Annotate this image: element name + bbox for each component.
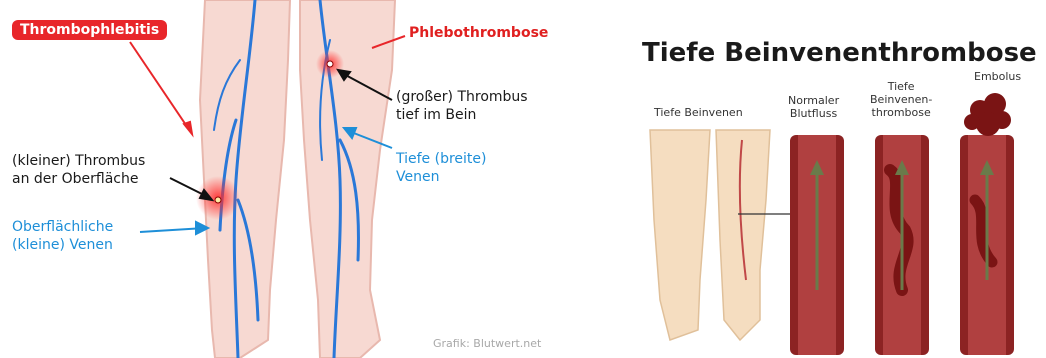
embolus-label: Embolus xyxy=(974,70,1021,83)
dvt-line2: Beinvenen- xyxy=(870,93,932,106)
deep-veins-label: Tiefe (breite) Venen xyxy=(396,150,486,186)
vessel-embolus xyxy=(960,93,1014,355)
legs-label: Tiefe Beinvenen xyxy=(654,106,743,119)
left-diagram-panel: Thrombophlebitis Phlebothrombose (großer… xyxy=(0,0,560,358)
small-thrombus-label: (kleiner) Thrombus an der Oberfläche xyxy=(12,152,145,188)
phlebothrombose-label: Phlebothrombose xyxy=(409,24,548,42)
credit-text: Grafik: Blutwert.net xyxy=(433,337,541,350)
vessel-normal xyxy=(790,135,844,355)
dvt-line3: thrombose xyxy=(870,106,932,119)
leg-back-shape xyxy=(716,130,770,340)
big-thrombus-label: (großer) Thrombus tief im Bein xyxy=(396,88,528,124)
superficial-veins-label: Oberflächliche (kleine) Venen xyxy=(12,218,113,254)
dvt-label: Tiefe Beinvenen- thrombose xyxy=(870,80,932,119)
deep-thrombus-dot xyxy=(327,61,333,67)
big-thrombus-line2: tief im Bein xyxy=(396,106,528,124)
normal-flow-line2: Blutfluss xyxy=(788,107,839,120)
embolus-clump xyxy=(964,93,1011,136)
deep-veins-line1: Tiefe (breite) xyxy=(396,150,486,168)
thrombophlebitis-badge: Thrombophlebitis xyxy=(12,20,167,40)
superficial-veins-line1: Oberflächliche xyxy=(12,218,113,236)
vessel-dvt xyxy=(875,135,929,355)
leg-front-shape xyxy=(650,130,710,340)
normal-flow-label: Normaler Blutfluss xyxy=(788,94,839,120)
right-diagram-panel: Tiefe Beinvenen thrombose xyxy=(620,0,1046,358)
small-thrombus-line1: (kleiner) Thrombus xyxy=(12,152,145,170)
dvt-line1: Tiefe xyxy=(870,80,932,93)
superficial-veins-line2: (kleine) Venen xyxy=(12,236,113,254)
small-thrombus-line2: an der Oberfläche xyxy=(12,170,145,188)
superficial-thrombus-dot xyxy=(215,197,221,203)
normal-flow-line1: Normaler xyxy=(788,94,839,107)
big-thrombus-line1: (großer) Thrombus xyxy=(396,88,528,106)
dvt-illustration xyxy=(620,0,1046,358)
right-leg-shape xyxy=(300,0,395,358)
deep-veins-line2: Venen xyxy=(396,168,486,186)
